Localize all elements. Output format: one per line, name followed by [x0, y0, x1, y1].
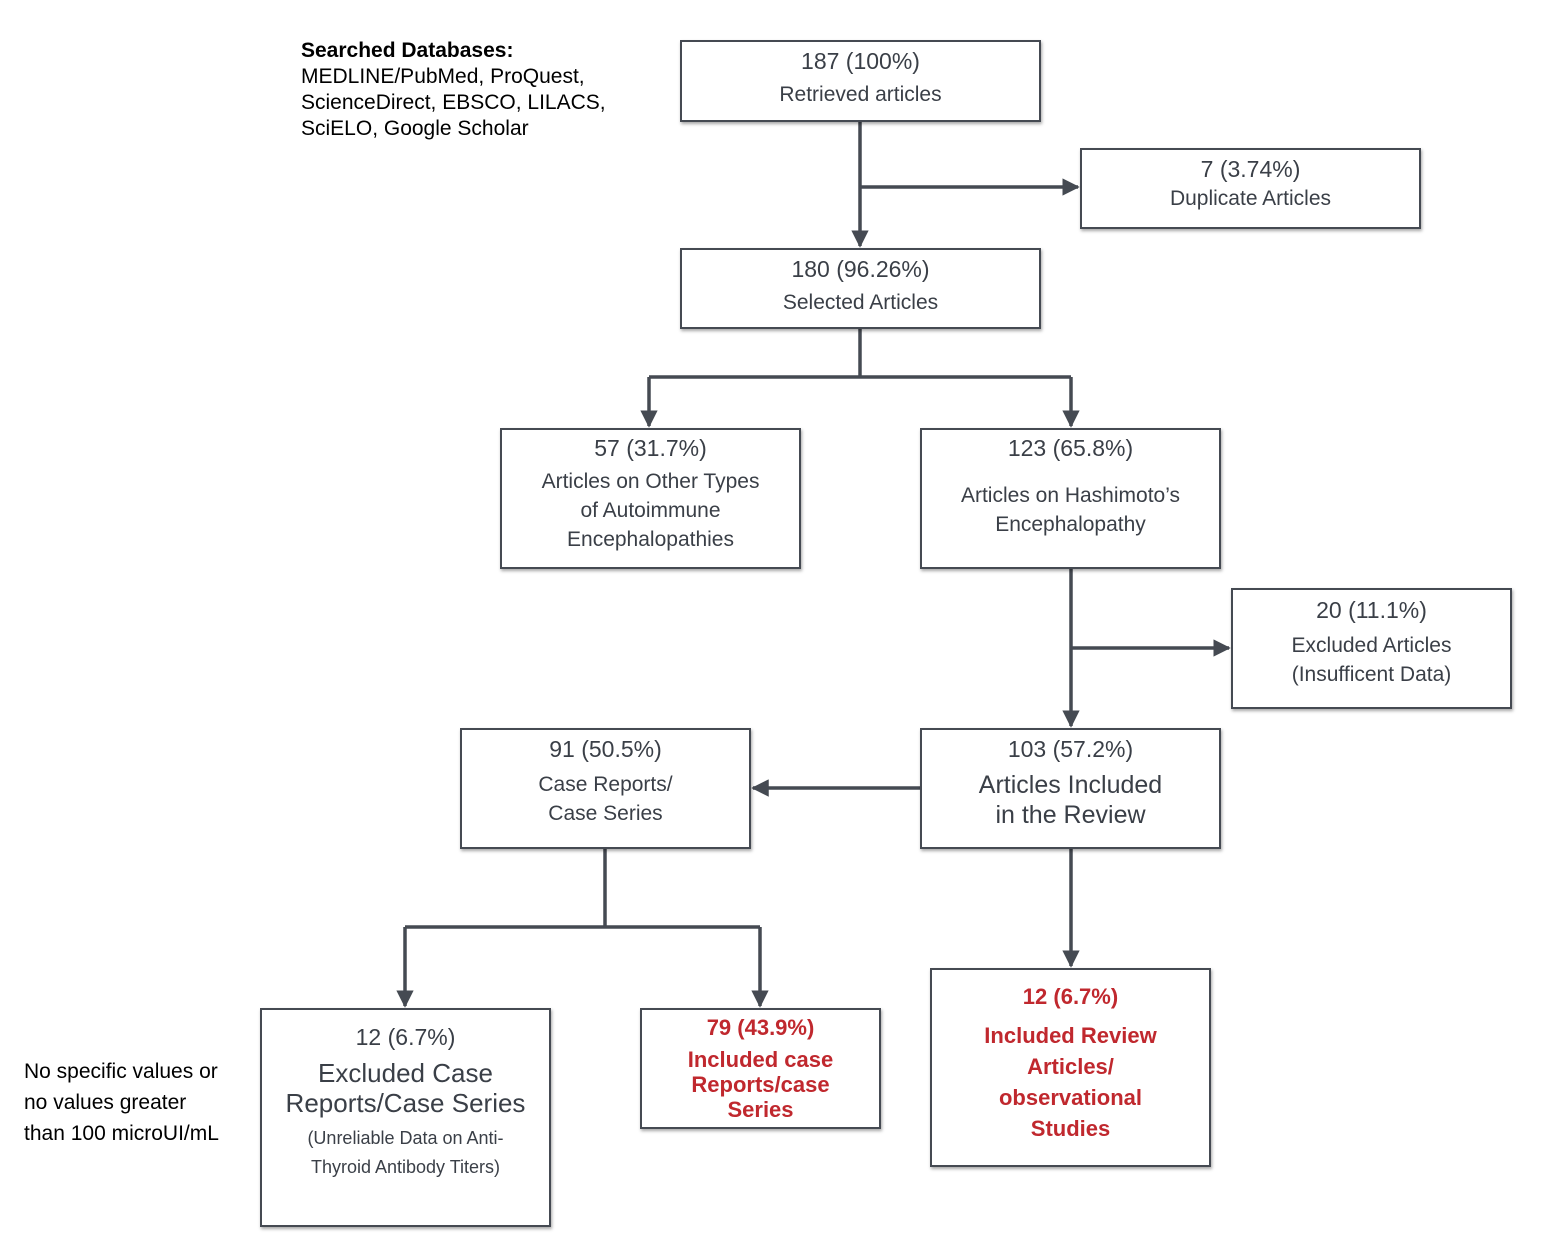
box-label: Articles Included [978, 771, 1163, 799]
side-note-line: No specific values or [24, 1060, 218, 1083]
box-label: Duplicate Articles [1169, 187, 1332, 210]
side-note-line: no values greater [24, 1091, 187, 1114]
databases-heading: Searched Databases [301, 39, 507, 62]
box-label: in the Review [995, 801, 1146, 829]
databases-line: ScienceDirect, EBSCO, LILACS, [301, 91, 606, 114]
box-case-reports: 91 (50.5%) Case Reports/ Case Series [460, 728, 751, 849]
box-retrieved-articles: 187 (100%) Retrieved articles [680, 40, 1041, 122]
box-included-in-review: 103 (57.2%) Articles Included in the Rev… [920, 728, 1221, 849]
box-included-observational: 12 (6.7%) Included Review Articles/ obse… [930, 968, 1211, 1167]
box-duplicate-articles: 7 (3.74%) Duplicate Articles [1080, 148, 1421, 229]
box-label: Case Series [548, 802, 663, 825]
box-count: 12 (6.7%) [1022, 984, 1119, 1009]
side-note: No specific values or no values greater … [24, 1056, 219, 1149]
box-label: Series [727, 1097, 794, 1122]
box-label: Studies [1030, 1116, 1111, 1141]
box-excluded-insufficient: 20 (11.1%) Excluded Articles (Insufficen… [1231, 588, 1512, 709]
box-count: 187 (100%) [801, 48, 920, 74]
box-included-case-reports: 79 (43.9%) Included case Reports/case Se… [640, 1008, 881, 1129]
databases-colon: : [506, 39, 514, 62]
box-count: 180 (96.26%) [791, 256, 930, 282]
box-excluded-case-reports: 12 (6.7%) Excluded Case Reports/Case Ser… [260, 1008, 551, 1227]
box-label: Included case [687, 1047, 834, 1072]
box-count: 20 (11.1%) [1316, 597, 1427, 623]
box-label: Encephalopathies [567, 528, 734, 551]
box-label: Articles/ [1027, 1054, 1114, 1079]
box-label: Included Review [984, 1023, 1157, 1048]
box-label: observational [998, 1085, 1143, 1110]
box-sublabel: Thyroid Antibody Titers) [310, 1157, 501, 1177]
box-label: Reports/Case Series [285, 1088, 526, 1118]
box-sublabel: (Unreliable Data on Anti- [307, 1128, 504, 1148]
box-label: Articles on Other Types [541, 470, 760, 493]
box-label: of Autoimmune [580, 499, 721, 522]
box-count: 91 (50.5%) [549, 736, 662, 762]
box-label: Articles on Hashimoto’s [960, 484, 1181, 507]
box-label: Reports/case [691, 1072, 830, 1097]
databases-line: SciELO, Google Scholar [301, 117, 529, 140]
box-count: 7 (3.74%) [1200, 156, 1301, 182]
box-other-autoimmune: 57 (31.7%) Articles on Other Types of Au… [500, 428, 801, 569]
searched-databases: Searched Databases: MEDLINE/PubMed, ProQ… [301, 38, 606, 142]
box-label: Retrieved articles [779, 83, 942, 106]
box-count: 103 (57.2%) [1007, 736, 1134, 762]
box-selected-articles: 180 (96.26%) Selected Articles [680, 248, 1041, 329]
box-count: 12 (6.7%) [355, 1024, 456, 1050]
box-label: Case Reports/ [538, 773, 673, 796]
box-count: 123 (65.8%) [1007, 435, 1134, 461]
box-hashimoto-articles: 123 (65.8%) Articles on Hashimoto’s Ence… [920, 428, 1221, 569]
box-count: 57 (31.7%) [594, 435, 707, 461]
box-label: Encephalopathy [995, 513, 1146, 536]
box-label: (Insufficent Data) [1291, 663, 1452, 686]
box-label: Excluded Articles [1291, 634, 1452, 657]
box-count: 79 (43.9%) [706, 1015, 815, 1040]
side-note-line: than 100 microUI/mL [24, 1122, 219, 1145]
databases-line: MEDLINE/PubMed, ProQuest, [301, 65, 585, 88]
box-label: Selected Articles [782, 291, 939, 314]
box-label: Excluded Case [318, 1058, 493, 1088]
